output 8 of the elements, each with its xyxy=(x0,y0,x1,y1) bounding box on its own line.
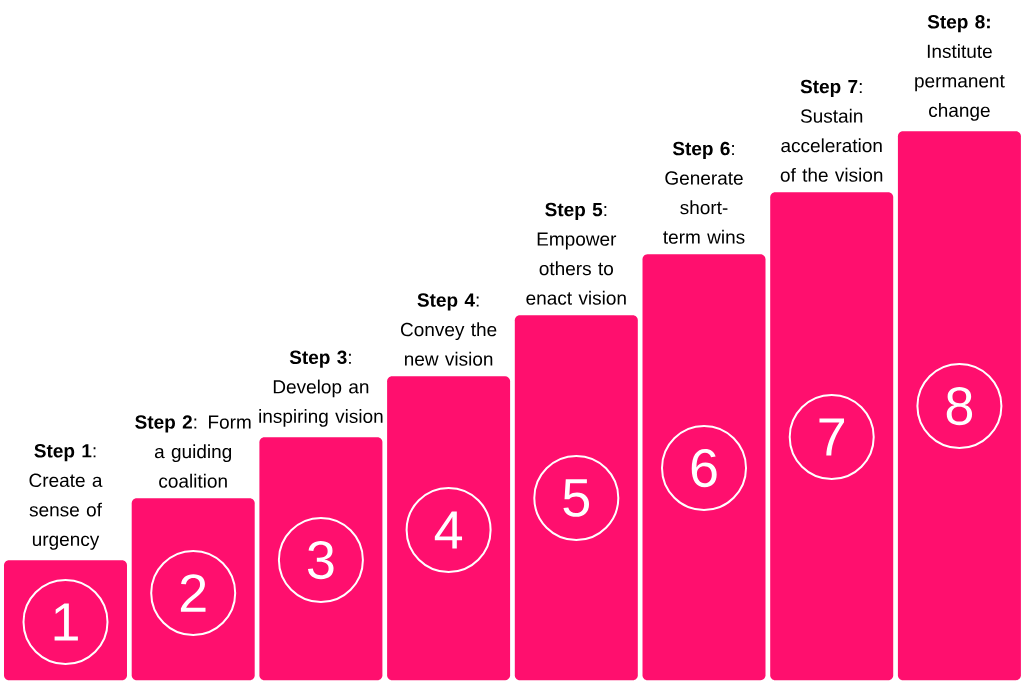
step-caption: Step 6: Generate short-term wins xyxy=(663,141,745,244)
step-caption: Step 4: Convey the new vision xyxy=(401,293,497,366)
step-caption: Step 5: Empower others to enact vision xyxy=(526,202,626,305)
step-caption: Step 3: Develop an inspiring vision xyxy=(259,350,383,427)
step-caption: Step 2: Form a guiding coalition xyxy=(135,415,251,488)
step-caption: Step 1: Create a sense of urgency xyxy=(29,444,103,550)
step-caption: Step 7: Sustain acceleration of the vision xyxy=(780,79,883,182)
step-caption: Step 8: Institute permanent change xyxy=(915,15,1005,121)
